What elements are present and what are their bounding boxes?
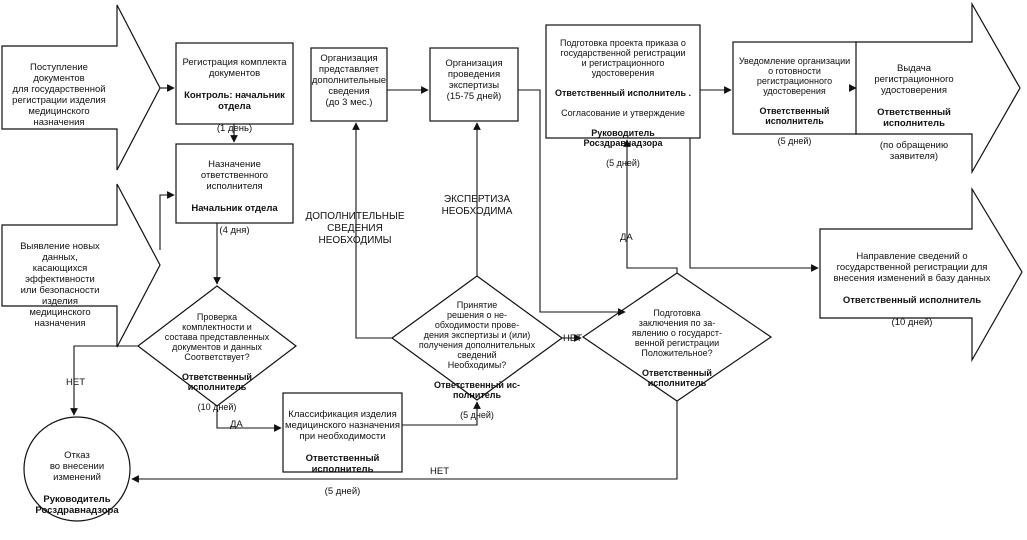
edge-label-no-bottom: НЕТ	[430, 466, 449, 477]
send-bold: Ответственный исполнитель	[842, 295, 982, 306]
edge-newdata-assign	[159, 191, 175, 250]
edge-conclusion-refusal	[131, 401, 678, 483]
arrow-shape-issue	[854, 1, 1021, 175]
edge-check-no	[70, 345, 138, 416]
label-notify: Уведомление организации о готовности рег…	[733, 46, 856, 156]
conclusion-text: Подготовка заключения по за- явлению о г…	[631, 308, 723, 358]
label-issue: Выдача регистрационного удостоверения От…	[858, 52, 970, 173]
check-bold: Ответственный исполнитель	[182, 372, 252, 392]
edge-label-expertise-needed: ЭКСПЕРТИЗА НЕОБХОДИМА	[441, 194, 513, 217]
edge-label-additional-needed: ДОПОЛНИТЕЛЬНЫЕ СВЕДЕНИЯ НЕОБХОДИМЫ	[305, 211, 405, 246]
label-refusal: Отказ во внесении изменений Руководитель…	[30, 439, 124, 527]
notify-bold: Ответственный исполнитель	[759, 106, 830, 126]
edge-order-send	[689, 138, 819, 272]
label-new-data: Выявление новых данных, касающихся эффек…	[20, 241, 100, 329]
arrow-shape-new-data	[1, 183, 161, 348]
order-bold2: Руководитель Росздравнадзора	[583, 128, 663, 148]
label-order: Подготовка проекта приказа о государстве…	[546, 28, 700, 178]
order-text: Подготовка проекта приказа о государстве…	[560, 38, 686, 78]
edge-conclusion-order	[623, 139, 678, 273]
assign-days: (4 дня)	[219, 225, 250, 236]
box-additional	[310, 47, 388, 122]
order-text2: Согласование и утверждение	[561, 108, 685, 118]
edge-expertise-conclusion	[518, 89, 626, 316]
order-bold1: Ответственный исполнитель .	[554, 88, 692, 98]
diamond-decision	[390, 275, 564, 401]
assign-text: Назначение ответственного исполнителя	[200, 159, 269, 192]
registration-days: (1 день)	[216, 123, 253, 134]
label-check: Проверка комплектности и состава предста…	[160, 302, 274, 422]
notify-days: (5 дней)	[777, 136, 812, 146]
check-days: (10 дней)	[197, 402, 237, 412]
label-send: Направление сведений о государственной р…	[822, 240, 1002, 339]
order-days: (5 дней)	[606, 158, 640, 168]
circle-refusal	[23, 416, 131, 522]
box-classify	[282, 392, 403, 473]
conclusion-bold: Ответственный исполнитель	[642, 368, 712, 388]
edge-classify-decision	[402, 401, 481, 426]
arrow-shape-send	[819, 186, 1023, 363]
label-receipt: Поступление документов для государственн…	[12, 62, 106, 128]
edge-decision-additional	[352, 122, 392, 339]
issue-text: Выдача регистрационного удостоверения	[874, 63, 954, 96]
decision-bold: Ответственный ис- полнитель	[434, 380, 520, 400]
edge-label-yes-check: ДА	[230, 419, 243, 430]
check-text: Проверка комплектности и состава предста…	[164, 312, 270, 362]
edge-label-yes-conclusion: ДА	[620, 232, 633, 243]
label-registration: Регистрация комплекта документов Контрол…	[176, 46, 293, 145]
refusal-bold: Руководитель Росздравнадзора	[35, 494, 119, 516]
box-expertise	[429, 47, 519, 122]
send-days: (10 дней)	[891, 317, 933, 328]
label-classify: Классификация изделия медицинского назна…	[283, 398, 402, 508]
box-registration	[175, 42, 294, 125]
box-notify	[732, 41, 857, 135]
refusal-text: Отказ во внесении изменений	[49, 450, 105, 483]
registration-bold: Контроль: начальник отдела	[184, 90, 285, 112]
label-conclusion: Подготовка заключения по за- явлению о г…	[620, 298, 734, 398]
edge-check-yes	[216, 406, 282, 432]
classify-bold: Ответственный исполнитель	[305, 453, 380, 475]
decision-days: (5 дней)	[460, 410, 494, 420]
send-text: Направление сведений о государственной р…	[833, 251, 991, 284]
classify-days: (5 дней)	[324, 486, 361, 497]
notify-text: Уведомление организации о готовности рег…	[738, 56, 851, 96]
classify-text: Классификация изделия медицинского назна…	[285, 409, 400, 442]
label-expertise: Организация проведения экспертизы (15-75…	[445, 58, 503, 102]
edge-label-no-left: НЕТ	[66, 377, 85, 388]
label-additional: Организация представляет дополнительные …	[311, 53, 387, 108]
edge-label-no-decision: НЕТ	[563, 333, 582, 344]
box-assign	[175, 143, 294, 224]
issue-bold: Ответственный исполнитель	[877, 107, 951, 129]
assign-bold: Начальник отдела	[191, 203, 278, 214]
registration-text: Регистрация комплекта документов	[182, 57, 287, 79]
label-assign: Назначение ответственного исполнителя На…	[176, 148, 293, 247]
decision-text: Принятие решения о не- обходимости прове…	[418, 300, 536, 370]
arrow-shape-receipt	[1, 4, 161, 171]
box-order	[545, 24, 701, 139]
label-decision: Принятие решения о не- обходимости прове…	[412, 290, 542, 430]
issue-note: (по обращению заявителя)	[879, 140, 949, 162]
